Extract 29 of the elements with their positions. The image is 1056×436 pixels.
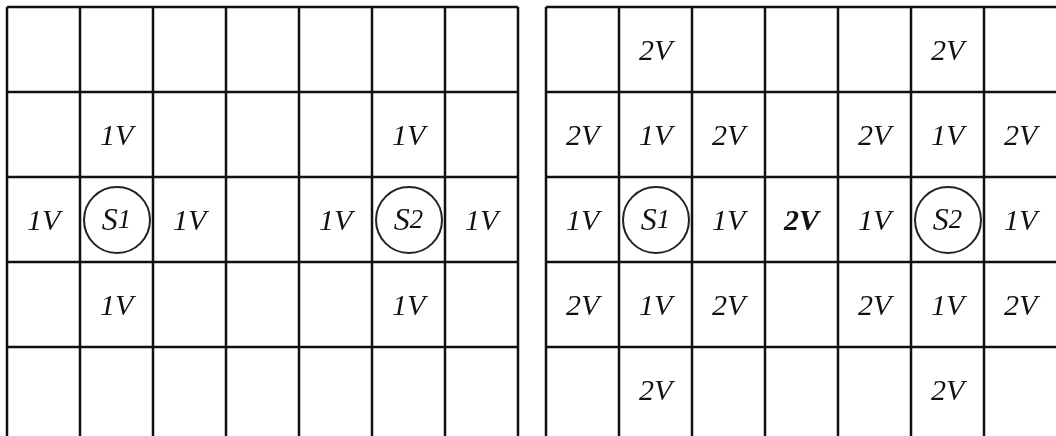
cell-value: 2V — [931, 32, 965, 67]
cell-value: 2V — [858, 287, 892, 322]
cell-value: 1V — [392, 117, 426, 152]
cell-value: 2V — [784, 202, 819, 237]
cell-value: 2V — [712, 117, 746, 152]
cell-value: 1V — [931, 287, 965, 322]
cell-value: 2V — [931, 372, 965, 407]
cell-value: 2V — [639, 32, 673, 67]
cell-value: 2V — [566, 287, 600, 322]
cell-value: 2V — [712, 287, 746, 322]
cell-value: 2V — [1004, 287, 1038, 322]
cell-value: 1V — [465, 202, 499, 237]
cell-value: 2V — [639, 372, 673, 407]
cell-value: 1V — [712, 202, 746, 237]
cell-value: 1V — [858, 202, 892, 237]
cell-value: 1V — [27, 202, 61, 237]
cell-value: 1V — [100, 117, 134, 152]
cell-value: 1V — [931, 117, 965, 152]
cell-value: 1V — [639, 287, 673, 322]
cell-value: 1V — [173, 202, 207, 237]
cell-value: 2V — [858, 117, 892, 152]
cell-value: 1V — [319, 202, 353, 237]
cell-value: 1V — [639, 117, 673, 152]
cell-value: 2V — [566, 117, 600, 152]
cell-value: 1V — [100, 287, 134, 322]
cell-value: 1V — [1004, 202, 1038, 237]
cell-value: 2V — [1004, 117, 1038, 152]
cell-value: 1V — [566, 202, 600, 237]
cell-value: 1V — [392, 287, 426, 322]
